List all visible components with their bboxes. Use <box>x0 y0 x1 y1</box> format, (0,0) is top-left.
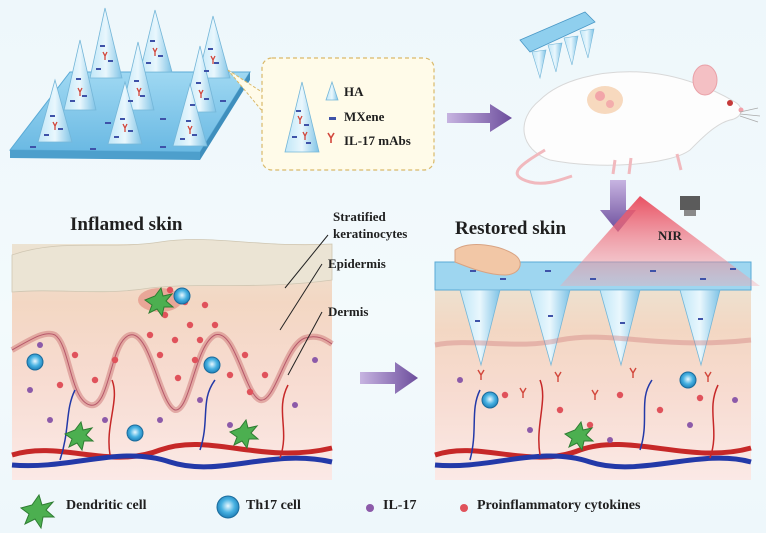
legend-cytokines-label: Proinflammatory cytokines <box>477 498 641 513</box>
legend-il17-mabs-label: IL-17 mAbs <box>344 133 411 148</box>
mouse-illustration <box>515 64 761 185</box>
legend-th17-label: Th17 cell <box>246 498 301 513</box>
epidermis-label: Epidermis <box>328 256 386 271</box>
stratified-line2: keratinocytes <box>333 226 408 241</box>
cone-antibodies <box>52 47 216 134</box>
layer-pointer-lines <box>279 234 329 376</box>
stratified-keratinocytes-label: Stratified keratinocytes <box>333 208 407 242</box>
stratified-line1: Stratified <box>333 209 386 224</box>
legend-ha-label: HA <box>344 84 364 99</box>
restored-skin-panel <box>434 196 760 480</box>
bottom-legend-icons <box>19 493 468 530</box>
dermis-label: Dermis <box>328 304 369 319</box>
legend-mxene-label: MXene <box>344 109 385 124</box>
microneedle-cones <box>37 7 231 147</box>
legend-th17-icon <box>216 495 240 519</box>
restored-skin-title: Restored skin <box>455 218 567 239</box>
legend-il17-label: IL-17 <box>383 498 417 513</box>
nir-label: NIR <box>658 228 682 243</box>
legend-dendritic-icon <box>19 493 56 530</box>
cone-particles <box>30 40 226 150</box>
il17-dots <box>27 342 738 443</box>
dendritic-cells <box>63 286 595 452</box>
inflamed-skin-panel <box>10 239 334 480</box>
legend-il17-icon <box>366 504 374 512</box>
legend-cytokine-icon <box>460 504 468 512</box>
applied-patch <box>519 11 596 80</box>
callout-box <box>227 57 435 171</box>
inflamed-skin-title: Inflamed skin <box>70 214 183 235</box>
legend-dendritic-label: Dendritic cell <box>66 498 147 513</box>
th17-cells <box>26 287 697 442</box>
